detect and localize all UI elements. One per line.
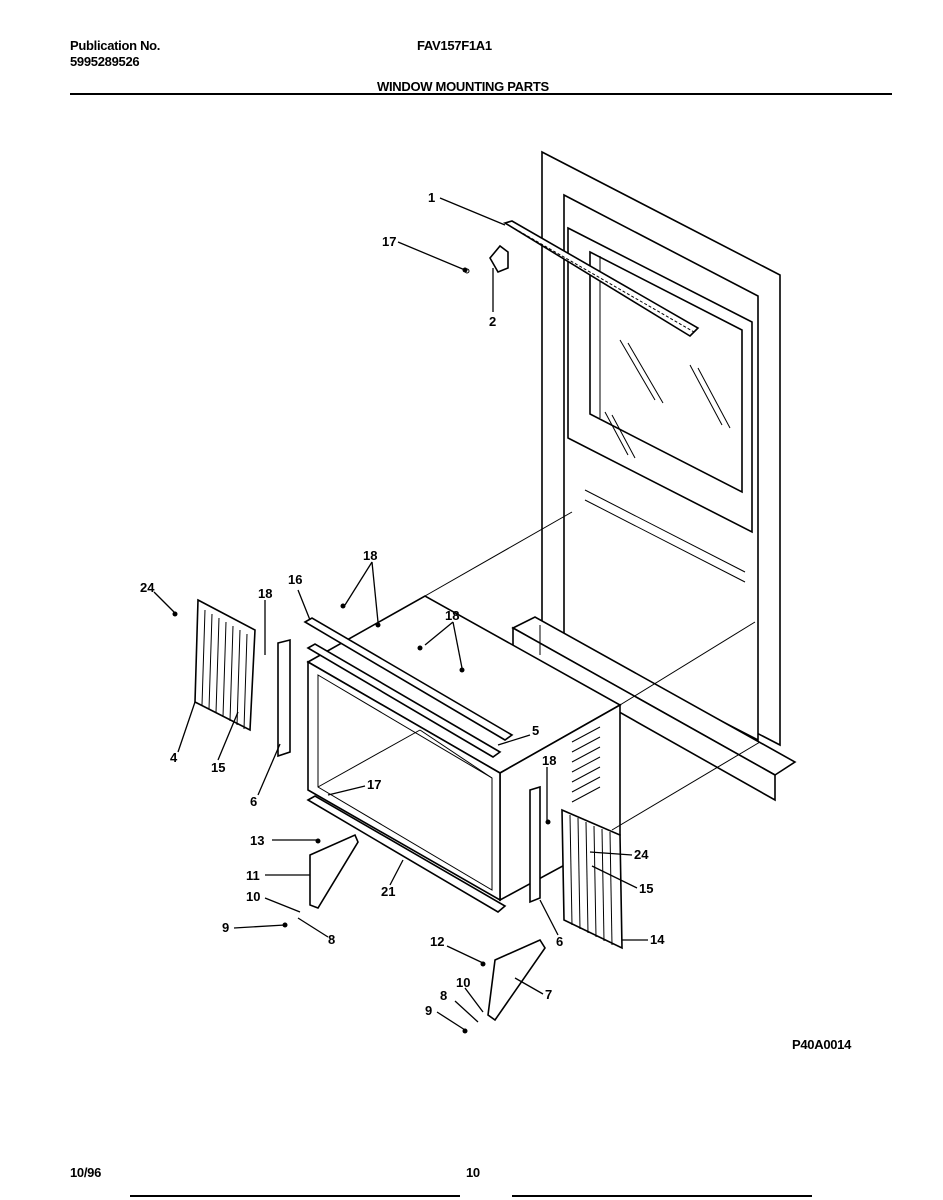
- callout-9-left: 9: [222, 920, 229, 935]
- callout-10-left: 10: [246, 889, 260, 904]
- callout-10-right: 10: [456, 975, 470, 990]
- publication-label: Publication No.: [70, 38, 161, 53]
- callout-16: 16: [288, 572, 302, 587]
- callout-15-right: 15: [639, 881, 653, 896]
- callout-17-cabinet: 17: [367, 777, 381, 792]
- page-number: 10: [466, 1165, 480, 1180]
- right-side-curtain: [561, 808, 623, 950]
- bottom-rail: [306, 795, 507, 913]
- callout-2: 2: [489, 314, 496, 329]
- callout-4: 4: [170, 750, 178, 765]
- footer-rule-left: [130, 1195, 460, 1197]
- window-bracket: [464, 244, 509, 274]
- callout-18-top: 18: [363, 548, 377, 563]
- callout-8-left: 8: [328, 932, 335, 947]
- callout-18-right: 18: [542, 753, 556, 768]
- footer-date: 10/96: [70, 1165, 102, 1180]
- callout-24-left: 24: [140, 580, 155, 595]
- publication-number: 5995289526: [70, 54, 140, 69]
- callout-6-left: 6: [250, 794, 257, 809]
- callout-18-cabinet: 18: [445, 608, 459, 623]
- callout-12: 12: [430, 934, 444, 949]
- callout-13: 13: [250, 833, 264, 848]
- callout-17-top: 17: [382, 234, 396, 249]
- footer-rule-right: [512, 1195, 812, 1197]
- callout-9-right: 9: [425, 1003, 432, 1018]
- callout-5: 5: [532, 723, 539, 738]
- header-rule: [70, 93, 892, 95]
- model-number: FAV157F1A1: [417, 38, 492, 53]
- top-seal-strip: [503, 220, 700, 338]
- projection-lines: [424, 511, 761, 831]
- left-support-bracket: [309, 833, 359, 909]
- callout-1: 1: [428, 190, 435, 205]
- screws: [172, 267, 551, 1034]
- right-support-bracket: [487, 938, 546, 1022]
- left-frame-channel: [277, 638, 291, 758]
- callout-24-right: 24: [634, 847, 649, 862]
- window-frame: [511, 150, 797, 802]
- callout-leaders: [153, 197, 648, 1031]
- callout-7: 7: [545, 987, 552, 1002]
- callout-8-right: 8: [440, 988, 447, 1003]
- top-rail: [303, 617, 514, 758]
- callout-11: 11: [246, 868, 260, 883]
- section-title: WINDOW MOUNTING PARTS: [377, 79, 549, 94]
- callout-15-left: 15: [211, 760, 225, 775]
- callout-18-left: 18: [258, 586, 272, 601]
- left-side-curtain: [194, 598, 256, 732]
- right-frame-channel: [529, 785, 541, 904]
- callout-6-right: 6: [556, 934, 563, 949]
- callout-14: 14: [650, 932, 665, 947]
- figure-code: P40A0014: [792, 1037, 852, 1052]
- callout-21: 21: [381, 884, 395, 899]
